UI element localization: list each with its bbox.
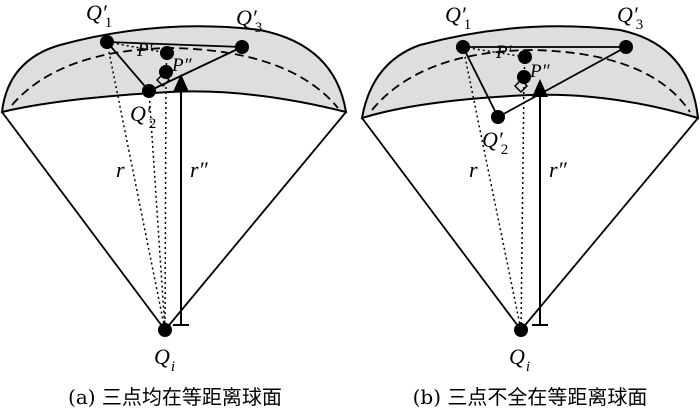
- edge-q1-q2-b: [462, 46, 499, 118]
- caption-a: (a) 三点均在等距离球面: [68, 385, 282, 409]
- label-p-prime-a: P′: [136, 40, 154, 61]
- panel-b: Q′1 Q′3 Q′2 P′ P″ r r″ Qi (b) 三点不全在等距离球面: [360, 2, 700, 409]
- point-p-double-b: [517, 70, 531, 84]
- point-q2-b: [491, 110, 505, 124]
- radius-r-line-b: [462, 46, 522, 331]
- point-p-prime-b: [518, 50, 532, 64]
- label-q3-a: Q′3: [236, 5, 262, 36]
- label-q1-b: Q′1: [445, 2, 471, 33]
- point-p-double-a: [159, 65, 173, 79]
- point-q1-b: [456, 40, 470, 54]
- cone-right-side-b: [520, 117, 699, 331]
- edge-q3-q2-b: [497, 46, 627, 118]
- point-q3-b: [619, 40, 633, 54]
- label-q1-a: Q′1: [86, 0, 112, 31]
- radius-r-line-a: [106, 41, 166, 331]
- label-p-prime-b: P′: [495, 42, 513, 63]
- spherical-cap-a: [0, 25, 348, 114]
- spherical-cap-b: [360, 25, 700, 120]
- label-qi-a: Qi: [154, 344, 175, 375]
- label-q3-b: Q′3: [617, 2, 643, 33]
- cone-left-side-a: [1, 111, 166, 331]
- cone-left-side-b: [361, 117, 522, 331]
- cap-dashed-arc-b: [371, 49, 691, 113]
- label-r2-a: r″: [190, 157, 209, 182]
- dotted-q1-p-a: [106, 41, 168, 54]
- label-p-double-b: P″: [529, 61, 551, 82]
- label-p-double-a: P″: [171, 55, 193, 76]
- point-q1-a: [100, 35, 114, 49]
- label-r2-b: r″: [549, 157, 568, 182]
- right-angle-marker-b: [513, 78, 529, 94]
- point-q3-a: [235, 40, 249, 54]
- label-r-b: r: [469, 157, 478, 182]
- caption-b: (b) 三点不全在等距离球面: [413, 385, 648, 409]
- label-q2-a: Q′2: [130, 101, 156, 132]
- point-p-prime-a: [160, 46, 174, 60]
- dotted-p2-qi-a: [164, 71, 167, 331]
- point-qi-b: [514, 323, 528, 337]
- cone-right-side-a: [164, 111, 347, 331]
- panel-a: Q′1 Q′3 Q′2 P′ P″ r r″ Qi (a) 三点均在等距离球面: [0, 0, 348, 409]
- label-r-a: r: [116, 157, 125, 182]
- point-qi-a: [158, 323, 172, 337]
- point-q2-a: [142, 84, 156, 98]
- edge-q1-q3-a: [106, 41, 243, 48]
- dotted-q1-p-b: [462, 46, 526, 58]
- label-qi-b: Qi: [509, 344, 530, 375]
- edge-q1-q2-a: [106, 41, 150, 92]
- dotted-p2-qi-b: [520, 76, 525, 331]
- label-q2-b: Q′2: [482, 127, 508, 158]
